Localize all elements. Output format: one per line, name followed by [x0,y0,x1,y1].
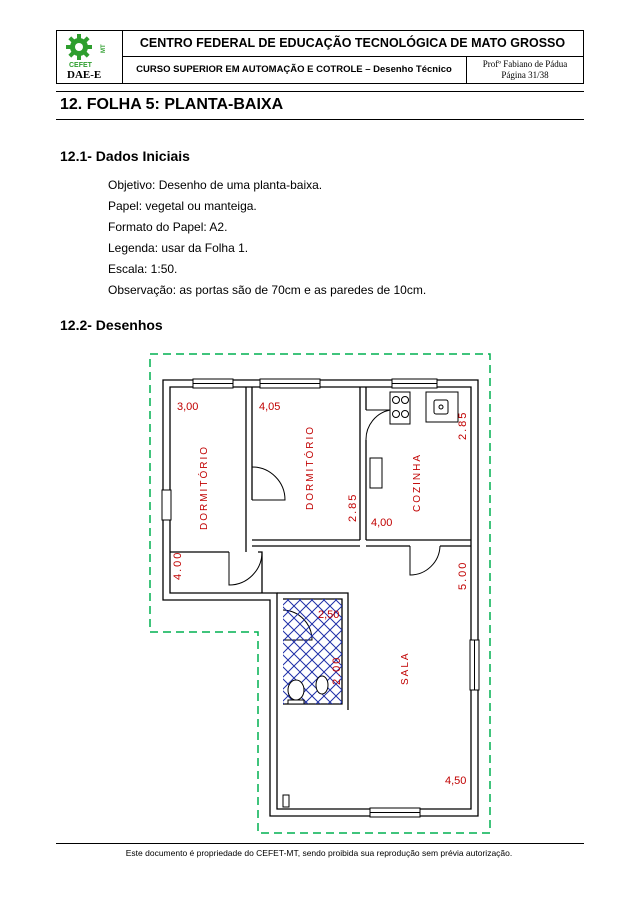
room-label-kitchen: COZINHA [412,453,423,512]
info-line-observation: Observação: as portas são de 70cm e as p… [108,283,427,297]
cefet-logo: CEFET MT [66,34,107,69]
dim-bath-width: 2,50 [318,609,339,621]
dim-bath-depth: 2.00 [331,656,343,685]
windows [161,378,480,818]
info-line-paper: Papel: vegetal ou manteiga. [108,199,257,213]
info-line-scale: Escala: 1:50. [108,262,178,276]
document-header: CEFET MT DAE-E CENTRO FEDERAL DE EDUCAÇÃ… [56,30,584,84]
section-title: 12. FOLHA 5: PLANTA-BAIXA [60,96,284,113]
footer-rule [56,843,584,844]
lot-boundary [149,353,491,834]
course-title: CURSO SUPERIOR EM AUTOMAÇÃO E COTROLE – … [122,56,467,83]
room-label-living: SALA [400,651,411,685]
dim-dorm2-width: 4,05 [259,401,280,413]
room-label-dorm1: DORMITÓRIO [197,445,210,530]
subsection-1-title: 12.1- Dados Iniciais [60,148,190,164]
info-line-objective: Objetivo: Desenho de uma planta-baixa. [108,178,323,192]
room-label-dorm2: DORMITÓRIO [303,425,316,510]
dim-dorm1-width: 3,00 [177,401,198,413]
logo-cell: CEFET MT DAE-E [57,31,123,83]
info-line-format: Formato do Papel: A2. [108,220,228,234]
page-number: Página 31/38 [501,70,549,80]
bathroom-fixtures [287,675,329,705]
institution-title: CENTRO FEDERAL DE EDUCAÇÃO TECNOLÓGICA D… [122,31,583,57]
dim-living-depth: 5.00 [457,561,469,590]
dim-dorm2-depth: 2.85 [347,493,359,522]
section-rule [56,119,584,120]
logo-sub: MT [101,44,107,53]
entry-step [282,794,290,808]
dim-dorm1-depth: 4.00 [172,551,184,580]
dim-kitchen-depth: 2.85 [457,411,469,440]
walls [162,379,479,817]
professor-name: Profº Fabiano de Pádua [482,59,568,69]
info-line-legend: Legenda: usar da Folha 1. [108,241,249,255]
kitchen-fixtures [369,391,459,489]
header-rule [56,91,584,92]
dept-label: DAE-E [67,69,102,81]
logo-text: CEFET [69,62,93,69]
professor-info: Profº Fabiano de Pádua Página 31/38 [467,59,583,81]
dim-kitchen-width: 4,00 [371,517,392,529]
subsection-2-title: 12.2- Desenhos [60,317,163,333]
footer-notice: Este documento é propriedade do CEFET-MT… [125,848,513,858]
dim-living-width: 4,50 [445,775,466,787]
